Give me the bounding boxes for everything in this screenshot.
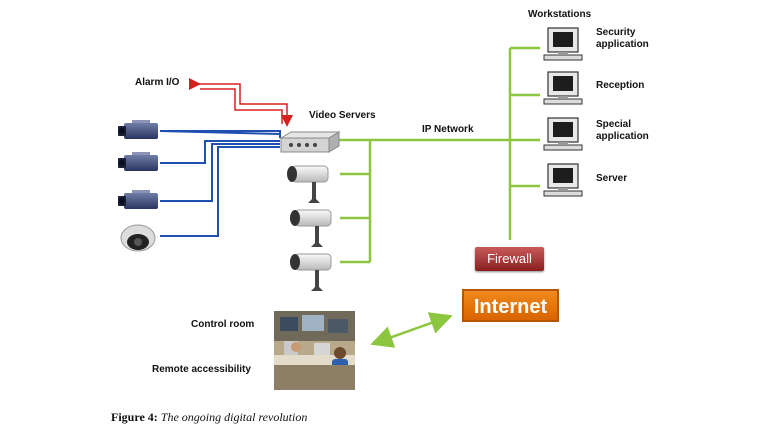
firewall-box: Firewall xyxy=(475,247,544,271)
workstation-icon xyxy=(543,71,583,105)
figure-caption-prefix: Figure 4: xyxy=(111,410,158,424)
security-application-label-line1: Security xyxy=(596,27,636,38)
ip-camera-icon xyxy=(290,209,332,247)
special-application-label-line1: Special xyxy=(596,119,632,130)
remote-access-arrow xyxy=(370,312,453,348)
workstation-icon xyxy=(543,27,583,61)
server-label: Server xyxy=(596,173,628,184)
ip-camera-icon xyxy=(290,253,332,291)
ip-network-lines xyxy=(338,46,540,264)
reception-label: Reception xyxy=(596,80,645,91)
remote-accessibility-label: Remote accessibility xyxy=(152,364,251,375)
video-server-icon xyxy=(279,131,341,153)
figure-caption: Figure 4: The ongoing digital revolution xyxy=(111,410,307,425)
figure-caption-text: The ongoing digital revolution xyxy=(160,410,308,424)
dome-camera-icon xyxy=(120,224,156,252)
box-camera-icon xyxy=(118,152,158,171)
special-application-label-line2: application xyxy=(596,131,649,142)
workstations-label: Workstations xyxy=(528,9,592,20)
box-camera-icon xyxy=(118,190,158,209)
security-application-label-line2: application xyxy=(596,39,649,50)
ip-network-label: IP Network xyxy=(422,124,474,135)
camera-links xyxy=(159,130,281,237)
ip-camera-icon xyxy=(287,165,329,203)
control-room-photo xyxy=(274,311,355,390)
alarm-io-label: Alarm I/O xyxy=(135,77,180,88)
control-room-label: Control room xyxy=(191,319,255,330)
internet-box: Internet xyxy=(462,289,559,322)
video-servers-label: Video Servers xyxy=(309,110,376,121)
workstation-icon xyxy=(543,163,583,197)
alarm-io-arrows xyxy=(189,78,293,127)
box-camera-icon xyxy=(118,120,158,139)
workstation-icon xyxy=(543,117,583,151)
